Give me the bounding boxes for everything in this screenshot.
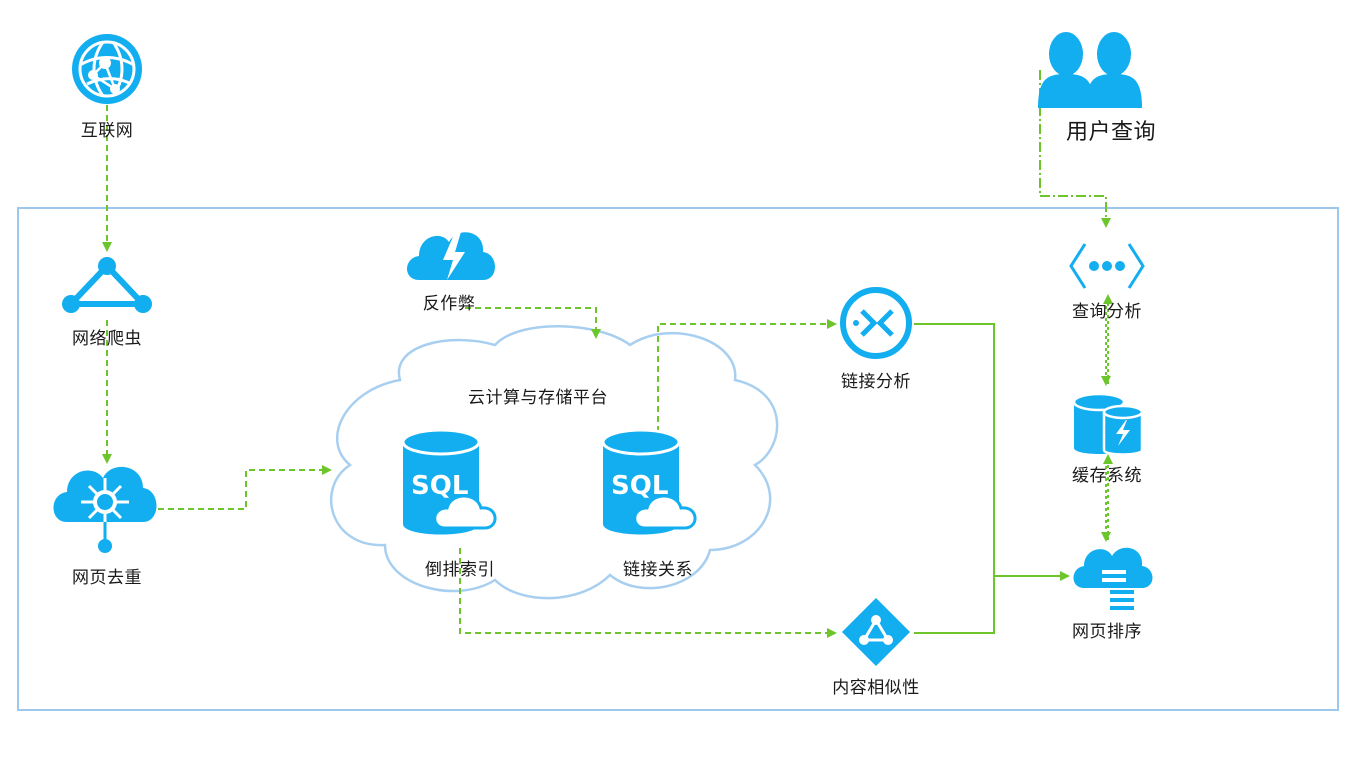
cloud-platform-outline	[329, 324, 779, 600]
label-query-analysis: 查询分析	[1072, 302, 1142, 322]
label-anticheat: 反作弊	[422, 294, 476, 314]
label-link-relation: 链接关系	[623, 560, 693, 580]
label-user-query: 用户查询	[1066, 120, 1157, 145]
label-cache-system: 缓存系统	[1072, 466, 1142, 486]
label-crawler: 网络爬虫	[72, 329, 142, 349]
label-content-similarity: 内容相似性	[832, 678, 920, 698]
label-link-analysis: 链接分析	[841, 372, 911, 392]
label-internet: 互联网	[80, 121, 134, 141]
cloud-list-icon	[1073, 547, 1153, 610]
cache-database-icon	[1072, 392, 1144, 456]
edge-dedup-cloud	[158, 465, 332, 510]
triangle-network-icon	[62, 257, 152, 313]
link-circle-icon	[840, 287, 912, 359]
users-icon	[1038, 32, 1142, 108]
edge-anticheat-cloud	[465, 307, 601, 339]
edge-index-similarity	[459, 548, 837, 638]
label-dedup: 网页去重	[72, 568, 142, 588]
cloud-lightning-icon	[407, 232, 495, 280]
edge-userquery-queryanalysis	[1039, 70, 1111, 228]
edge-linkanalysis-ranking	[914, 323, 995, 576]
diamond-network-icon	[842, 598, 910, 666]
sql-database-icon-link-relation: SQL	[601, 428, 697, 535]
cloud-hub-icon	[53, 466, 157, 553]
system-boundary-frame	[17, 207, 1339, 711]
connectors	[102, 70, 1113, 638]
globe-network-icon	[72, 34, 142, 104]
edge-similarity-ranking	[914, 571, 1070, 634]
label-cloud-platform: 云计算与存储平台	[468, 388, 608, 408]
sql-database-icon-inverted-index: SQL	[401, 428, 497, 535]
edge-linkrelation-linkanalysis	[657, 319, 837, 432]
label-inverted-index: 倒排索引	[425, 560, 495, 580]
label-web-ranking: 网页排序	[1072, 622, 1142, 642]
code-dots-icon	[1069, 243, 1145, 289]
